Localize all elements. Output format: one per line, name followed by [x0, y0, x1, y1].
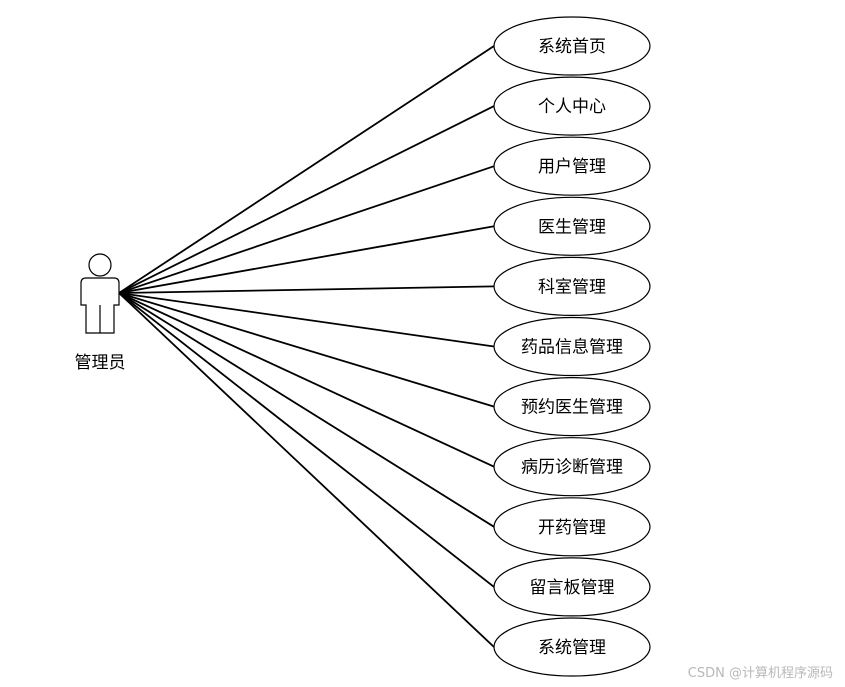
use-case: 留言板管理 — [493, 557, 651, 617]
use-case-label: 开药管理 — [538, 518, 606, 538]
use-case-label: 系统首页 — [538, 37, 606, 57]
association-line — [118, 45, 495, 294]
association-line — [118, 285, 495, 294]
use-case-label: 医生管理 — [538, 217, 606, 237]
association-line — [118, 225, 495, 294]
use-case-label: 科室管理 — [538, 277, 606, 297]
use-case: 预约医生管理 — [493, 377, 651, 437]
association-line — [118, 292, 495, 588]
association-line — [118, 292, 495, 528]
use-case-ellipse — [493, 196, 651, 256]
association-line — [118, 292, 495, 408]
use-case: 系统管理 — [493, 617, 651, 677]
use-case-ellipse — [493, 497, 651, 557]
association-line — [118, 292, 495, 348]
use-case: 医生管理 — [493, 196, 651, 256]
use-case: 个人中心 — [493, 76, 651, 136]
association-line — [118, 292, 495, 648]
use-case-label: 留言板管理 — [530, 578, 615, 598]
use-case-ellipse — [493, 316, 651, 377]
use-case: 开药管理 — [493, 497, 651, 557]
use-case-ellipse — [493, 76, 651, 136]
association-lines — [118, 45, 495, 648]
use-case: 用户管理 — [493, 136, 651, 196]
use-case-list: 系统首页个人中心用户管理医生管理科室管理药品信息管理预约医生管理病历诊断管理开药… — [493, 16, 651, 677]
use-case: 系统首页 — [493, 16, 651, 76]
use-case-label: 预约医生管理 — [521, 398, 623, 418]
use-case: 药品信息管理 — [493, 316, 651, 377]
use-case-ellipse — [493, 136, 651, 196]
use-case-label: 病历诊断管理 — [521, 458, 623, 478]
use-case: 科室管理 — [493, 256, 651, 316]
stick-figure-icon — [80, 253, 120, 334]
use-case-ellipse — [493, 377, 651, 437]
association-line — [118, 165, 495, 294]
use-case-ellipse — [493, 437, 651, 497]
use-case-ellipse — [493, 256, 651, 316]
use-case: 病历诊断管理 — [493, 437, 651, 497]
association-line — [118, 105, 495, 294]
use-case-label: 药品信息管理 — [521, 338, 623, 358]
use-case-label: 用户管理 — [538, 157, 606, 177]
use-case-ellipse — [493, 557, 651, 617]
actor-admin: 管理员 — [75, 253, 126, 373]
association-line — [118, 292, 495, 468]
use-case-ellipse — [493, 617, 651, 677]
use-case-ellipse — [493, 16, 651, 76]
watermark: CSDN @计算机程序源码 — [687, 666, 833, 681]
use-case-label: 个人中心 — [538, 97, 606, 117]
use-case-label: 系统管理 — [538, 638, 606, 658]
actor-label: 管理员 — [75, 353, 126, 373]
